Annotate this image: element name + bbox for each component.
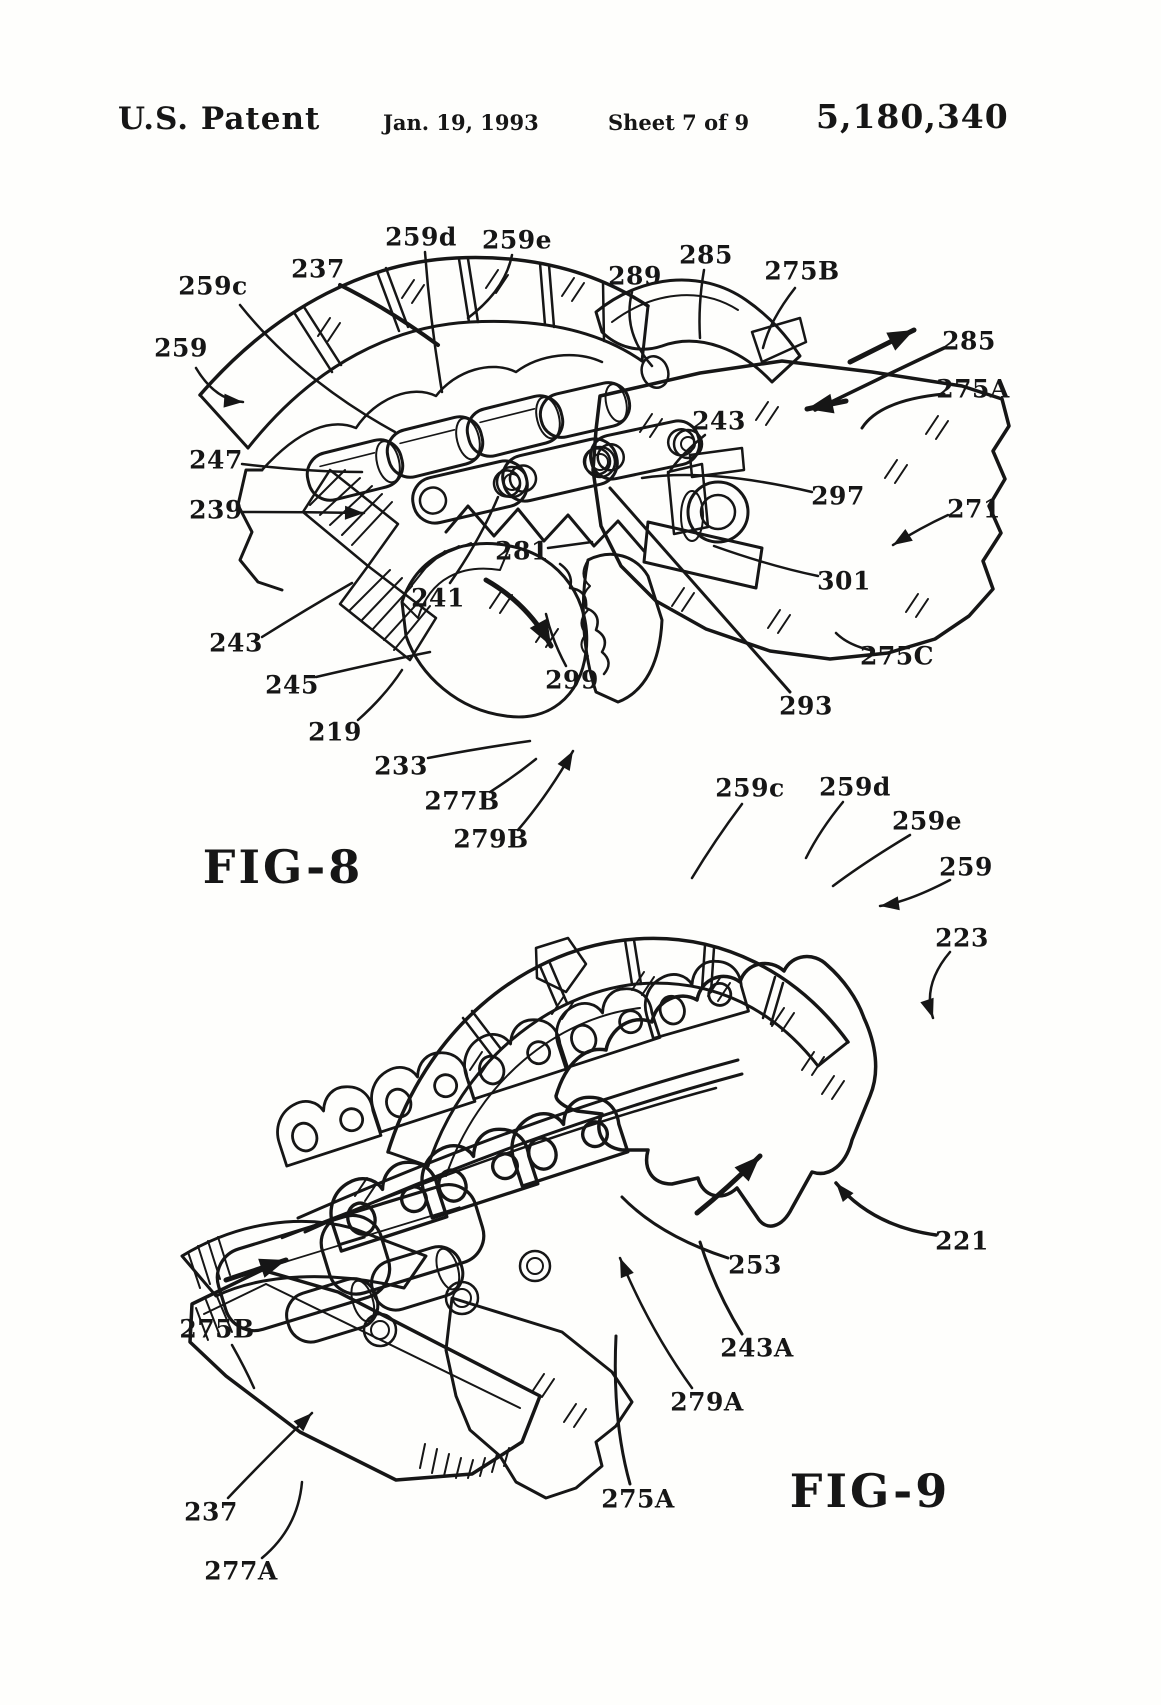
ref-label-259: 259 xyxy=(939,852,993,882)
ref-label-275a: 275A xyxy=(601,1484,675,1514)
ref-label-277b: 277B xyxy=(424,786,500,816)
leader-line xyxy=(613,1334,632,1486)
sheet-number: Sheet 7 of 9 xyxy=(608,110,750,135)
ref-label-289: 289 xyxy=(608,261,662,291)
ref-label-275b: 275B xyxy=(764,256,840,286)
leader-line xyxy=(804,800,845,860)
arrowhead xyxy=(734,1156,760,1182)
leader-line xyxy=(314,650,432,679)
ref-label-279b: 279B xyxy=(453,824,529,854)
leader-line xyxy=(834,631,872,652)
leader-line xyxy=(834,1181,938,1237)
ref-label-301: 301 xyxy=(817,566,871,596)
ref-label-259: 259 xyxy=(154,333,208,363)
leader-line xyxy=(628,290,654,368)
ref-label-237: 237 xyxy=(184,1497,238,1527)
ref-label-243: 243 xyxy=(209,628,263,658)
ref-label-275b: 275B xyxy=(179,1314,255,1344)
ref-label-219: 219 xyxy=(308,717,362,747)
leader-line xyxy=(831,833,912,888)
ref-label-281: 281 xyxy=(495,536,549,566)
patent-date: Jan. 19, 1993 xyxy=(383,110,539,135)
ref-label-237: 237 xyxy=(291,254,345,284)
figure-caption-fig8: FIG-8 xyxy=(202,840,364,894)
leader-line xyxy=(466,253,514,320)
leader-line xyxy=(260,581,354,639)
fig9-drawing xyxy=(180,936,878,1500)
ref-label-259d: 259d xyxy=(385,222,457,252)
leader-line xyxy=(426,739,532,760)
ref-label-285: 285 xyxy=(942,326,996,356)
leader-line xyxy=(761,286,797,350)
ref-label-221: 221 xyxy=(935,1226,989,1256)
leader-line xyxy=(860,392,946,430)
arrowhead xyxy=(620,1258,634,1279)
leader-line xyxy=(238,303,397,434)
ref-label-275c: 275C xyxy=(859,641,935,671)
figure-caption-fig9: FIG-9 xyxy=(789,1464,951,1518)
leader-line xyxy=(448,495,500,585)
leader-line xyxy=(698,268,706,340)
ref-label-275a: 275A xyxy=(936,374,1010,404)
leader-line xyxy=(488,757,538,794)
leader-line xyxy=(423,250,444,394)
ref-label-279a: 279A xyxy=(670,1387,744,1417)
leader-line xyxy=(618,1256,694,1390)
leader-line xyxy=(240,462,364,474)
leader-line xyxy=(546,540,594,550)
ref-label-259d: 259d xyxy=(819,772,891,802)
glass-marks-fig9 xyxy=(354,971,845,1428)
leader-line xyxy=(544,612,568,668)
leader-line xyxy=(712,544,820,578)
leader-line xyxy=(356,668,404,722)
ref-label-277a: 277A xyxy=(204,1556,278,1586)
leader-line xyxy=(608,486,792,694)
arrowhead xyxy=(886,330,914,351)
ref-label-223: 223 xyxy=(935,923,989,953)
arrowhead xyxy=(807,393,835,414)
leader-line xyxy=(698,1240,744,1336)
arrowhead xyxy=(293,1413,312,1432)
leader-line xyxy=(230,1343,256,1390)
ref-label-293: 293 xyxy=(779,691,833,721)
arrowhead xyxy=(557,751,573,771)
leader-line xyxy=(620,1195,730,1260)
leader-line xyxy=(338,283,440,347)
ref-label-259c: 259c xyxy=(715,773,785,803)
patent-number: 5,180,340 xyxy=(816,97,1009,136)
arrowhead xyxy=(893,528,913,545)
arrowhead xyxy=(344,505,364,520)
ref-label-271: 271 xyxy=(947,494,1001,524)
ref-label-297: 297 xyxy=(811,481,865,511)
leader-line xyxy=(690,802,744,880)
ref-label-245: 245 xyxy=(265,670,319,700)
ref-label-259c: 259c xyxy=(178,271,248,301)
ref-label-259e: 259e xyxy=(481,225,553,255)
ref-label-233: 233 xyxy=(374,751,428,781)
arrowhead xyxy=(529,618,551,646)
fig8-drawing xyxy=(198,255,1011,719)
arrowhead xyxy=(258,1258,286,1278)
leader-line xyxy=(640,473,814,494)
arrowhead xyxy=(920,997,934,1018)
leader-line xyxy=(260,1480,304,1560)
motion-arrows-layer xyxy=(223,327,917,1283)
ref-label-253: 253 xyxy=(728,1250,782,1280)
arrowhead xyxy=(836,1183,854,1203)
ref-label-243a: 243A xyxy=(720,1333,794,1363)
arrowhead xyxy=(223,393,243,408)
ref-label-241: 241 xyxy=(411,583,465,613)
ref-label-239: 239 xyxy=(189,495,243,525)
arrowhead xyxy=(880,896,900,911)
ref-label-243: 243 xyxy=(692,406,746,436)
ref-label-285: 285 xyxy=(679,240,733,270)
leader-line xyxy=(666,433,707,476)
ref-label-299: 299 xyxy=(545,665,599,695)
leader-lines-layer xyxy=(194,250,952,1560)
patent-publisher: U.S. Patent xyxy=(118,101,321,137)
ref-label-259e: 259e xyxy=(891,806,963,836)
ref-label-247: 247 xyxy=(189,445,243,475)
